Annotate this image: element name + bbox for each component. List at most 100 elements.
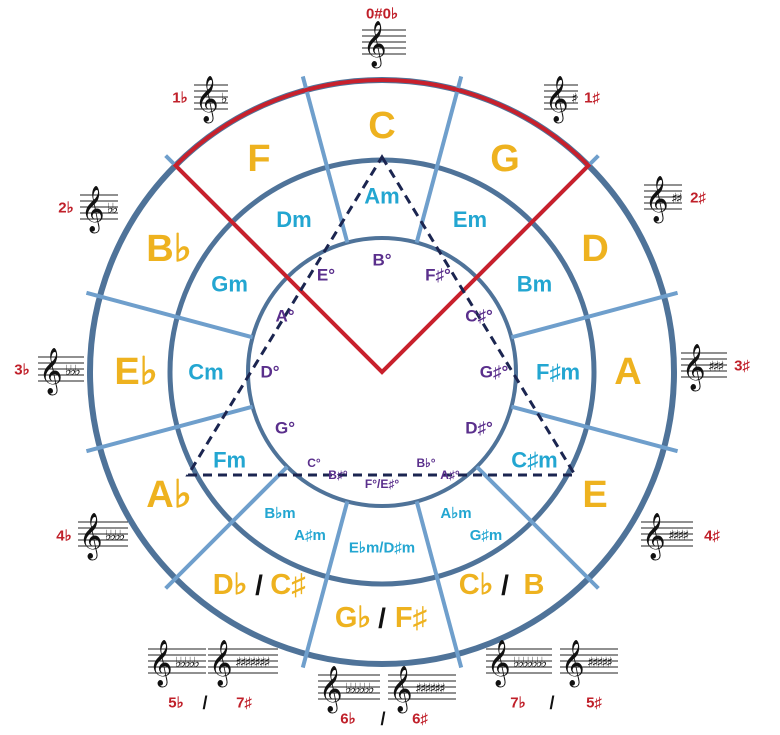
signature-count-label: 1♯ bbox=[584, 90, 600, 107]
signature-separator: / bbox=[549, 693, 554, 713]
segment-divider bbox=[85, 404, 254, 454]
major-key-label: C♭ bbox=[459, 569, 494, 601]
segment-divider bbox=[510, 404, 679, 454]
accidentals: ♯♯♯♯ bbox=[668, 528, 688, 544]
minor-key-label: A♯m bbox=[294, 527, 326, 544]
minor-key-label: B♭m bbox=[264, 505, 295, 522]
signature-count-label: 6♯ bbox=[412, 711, 428, 728]
segment-divider bbox=[300, 500, 350, 669]
accidentals: ♭♭♭♭ bbox=[105, 528, 125, 544]
diminished-key-label: B° bbox=[372, 251, 391, 270]
diminished-key-label: E° bbox=[317, 266, 335, 285]
key-signature-staff: 𝄞♯♯♯♯♯♯♯ bbox=[208, 640, 278, 688]
key-signature-staff: 𝄞♭ bbox=[194, 76, 229, 124]
accidentals: ♭♭♭♭♭ bbox=[175, 655, 199, 671]
diminished-key-label: G♯° bbox=[480, 363, 509, 382]
signature-count-label: 1♭ bbox=[172, 90, 187, 107]
major-key-label: F bbox=[247, 138, 270, 180]
diminished-key-label: C° bbox=[307, 456, 321, 470]
inner-ring bbox=[246, 236, 518, 508]
accidentals: ♯ bbox=[571, 91, 577, 107]
minor-key-label: G♯m bbox=[470, 527, 503, 544]
signature-count-label: 0#0♭ bbox=[366, 6, 398, 23]
key-signature-c-major: 𝄞 bbox=[362, 21, 406, 69]
minor-key-label: Fm bbox=[213, 448, 246, 473]
major-key-enharmonic: D♭/C♯ bbox=[213, 569, 306, 601]
diminished-key-enharmonic: B♭° A♯° bbox=[416, 456, 459, 482]
key-signature-staff: 𝄞♯ bbox=[544, 76, 579, 124]
major-key-label: E bbox=[582, 474, 607, 516]
key-signature-staff: 𝄞♭♭♭♭♭♭ bbox=[318, 666, 380, 714]
signature-count-label: 4♯ bbox=[704, 528, 720, 545]
diminished-key-label: C♯° bbox=[465, 307, 493, 326]
treble-clef-icon: 𝄞 bbox=[195, 76, 219, 124]
diminished-key-label: F°/E♯° bbox=[365, 477, 399, 491]
diminished-key-label: D♯° bbox=[465, 419, 493, 438]
relative-keys-highlight bbox=[172, 78, 592, 375]
key-signature-staff: 𝄞♯♯♯ bbox=[681, 344, 727, 392]
treble-clef-icon: 𝄞 bbox=[389, 666, 413, 714]
diminished-key-label: A♯° bbox=[440, 468, 460, 482]
enharmonic-slash: / bbox=[255, 570, 263, 601]
segment-divider bbox=[414, 500, 464, 669]
minor-key-enharmonic: B♭mA♯m bbox=[264, 505, 325, 544]
signature-count-label: 7♭ bbox=[510, 695, 525, 712]
minor-key-label: Bm bbox=[517, 272, 552, 297]
diminished-key-label: F♯° bbox=[425, 266, 451, 285]
major-key-label: C♯ bbox=[270, 569, 305, 601]
key-signature-staff: 𝄞♯♯♯♯ bbox=[641, 513, 693, 561]
treble-clef-icon: 𝄞 bbox=[363, 21, 387, 69]
major-key-enharmonic: G♭/F♯ bbox=[335, 602, 427, 634]
treble-clef-icon: 𝄞 bbox=[39, 348, 63, 396]
major-key-label: G♭ bbox=[335, 602, 371, 634]
treble-clef-icon: 𝄞 bbox=[545, 76, 569, 124]
augmented-triangle bbox=[185, 154, 578, 477]
diminished-key-label: A° bbox=[275, 307, 294, 326]
key-signature-staff: 𝄞♭♭♭♭ bbox=[78, 513, 128, 561]
middle-ring bbox=[167, 157, 597, 587]
minor-key-label: Am bbox=[364, 184, 399, 209]
signature-count-label: 6♭ bbox=[340, 711, 355, 728]
major-key-label: A bbox=[614, 351, 641, 393]
diminished-key-label: G° bbox=[275, 419, 295, 438]
accidentals: ♭♭♭♭♭♭♭ bbox=[513, 655, 547, 671]
accidentals: ♯♯ bbox=[671, 191, 682, 207]
accidentals: ♭♭ bbox=[107, 201, 118, 217]
diminished-keys: B°F♯°C♯°G♯°D♯°B♭°A♯°F°/E♯°C°B♯°G°D°A°E° bbox=[260, 251, 508, 492]
minor-key-label: Cm bbox=[188, 360, 223, 385]
diminished-key-label: B♭° bbox=[416, 456, 435, 470]
accidentals: ♭ bbox=[221, 91, 227, 107]
key-signature-staff: 𝄞♯♯♯♯♯♯ bbox=[388, 666, 456, 714]
diminished-key-enharmonic: C° B♯° bbox=[307, 456, 348, 482]
signature-count-label: 5♭ bbox=[168, 695, 183, 712]
key-signature-staff: 𝄞♭♭♭♭♭ bbox=[148, 640, 206, 688]
accidentals: ♭♭♭ bbox=[65, 363, 80, 379]
diminished-key-label: B♯° bbox=[328, 468, 348, 482]
minor-key-label: F♯m bbox=[536, 360, 580, 385]
minor-key-label: A♭m bbox=[440, 505, 471, 522]
major-key-label: G bbox=[490, 138, 520, 180]
treble-clef-icon: 𝄞 bbox=[149, 640, 173, 688]
enharmonic-slash: / bbox=[378, 603, 386, 634]
key-signature-staff: 𝄞♯♯♯♯♯ bbox=[560, 640, 618, 688]
signature-count-label: 2♭ bbox=[58, 200, 73, 217]
signature-separator: / bbox=[202, 693, 207, 713]
treble-clef-icon: 𝄞 bbox=[487, 640, 511, 688]
signature-count-label: 2♯ bbox=[690, 190, 706, 207]
major-key-label: C bbox=[368, 105, 395, 147]
segment-divider bbox=[414, 75, 464, 244]
segment-divider bbox=[475, 465, 600, 590]
signature-count-label: 5♯ bbox=[586, 695, 602, 712]
key-signature-staff: 𝄞♭♭♭ bbox=[38, 348, 84, 396]
enharmonic-slash: / bbox=[501, 570, 509, 601]
segment-divider bbox=[510, 290, 679, 340]
key-signature-staff: 𝄞♯♯ bbox=[644, 176, 684, 224]
signature-count-label: 4♭ bbox=[56, 528, 71, 545]
major-key-label: D♭ bbox=[213, 569, 248, 601]
accidentals: ♯♯♯♯♯♯ bbox=[415, 681, 445, 697]
treble-clef-icon: 𝄞 bbox=[209, 640, 233, 688]
minor-key-label: Dm bbox=[276, 207, 311, 232]
signature-count-label: 3♯ bbox=[734, 358, 750, 375]
